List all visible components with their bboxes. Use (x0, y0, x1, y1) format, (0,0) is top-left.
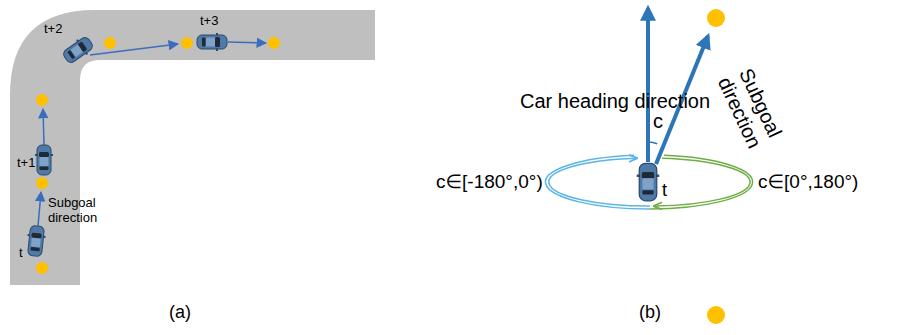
label: Subgoal direction (48, 196, 97, 226)
car-icon (61, 34, 96, 66)
car-icon (637, 163, 660, 201)
car-icon (25, 225, 46, 257)
direction-arrows (38, 42, 266, 226)
rotation-ring (545, 155, 650, 209)
label: c∈[0°,180°) (758, 171, 858, 193)
subgoal-dots (36, 37, 280, 274)
heading-arrow (646, 8, 650, 162)
label: Subgoal direction (713, 64, 787, 152)
label: t (662, 180, 667, 201)
label: t+3 (200, 14, 218, 29)
car-icon (197, 33, 227, 51)
direction-arrow (43, 109, 44, 145)
rotation-ring (655, 158, 750, 206)
subgoal-dot (268, 37, 280, 49)
label: Car heading direction (520, 90, 638, 113)
subgoal-dot (181, 37, 193, 49)
label: t+1 (17, 156, 35, 171)
direction-arrow (38, 192, 41, 226)
subgoal-dot (104, 37, 116, 49)
label: t+2 (44, 22, 62, 37)
subgoal-dot (36, 177, 48, 189)
car-icon (35, 145, 53, 175)
subgoal-dot (707, 306, 725, 324)
label: c∈[-180°,0°) (436, 171, 543, 193)
road (10, 10, 375, 285)
label: (a) (169, 302, 191, 323)
label: c (653, 110, 663, 133)
rotation-ring (650, 155, 753, 209)
label: (b) (639, 302, 661, 323)
subgoal-dot (36, 94, 48, 106)
angle-arc (648, 142, 657, 144)
direction-arrow (228, 42, 266, 43)
direction-arrow (90, 44, 178, 55)
rotation-ring (549, 158, 650, 206)
subgoal-dot (36, 262, 48, 274)
subgoal-arrow (656, 36, 708, 164)
subgoal-dot (707, 9, 725, 27)
label: t (19, 246, 23, 261)
